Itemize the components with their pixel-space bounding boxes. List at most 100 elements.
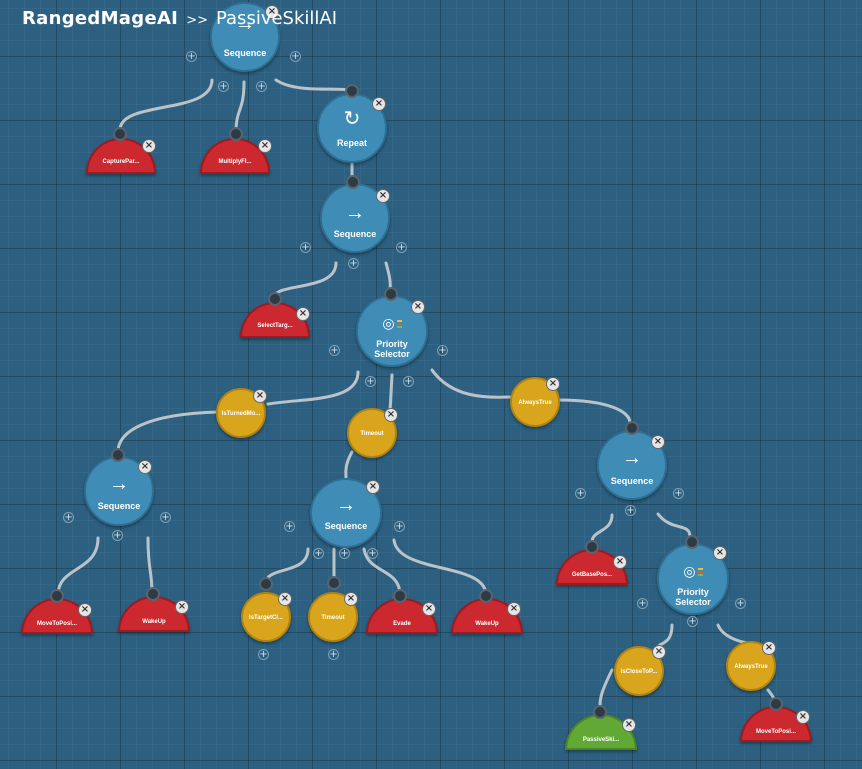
node-port[interactable] bbox=[345, 84, 359, 98]
edge bbox=[56, 536, 100, 597]
add-child-button[interactable]: + bbox=[673, 488, 684, 499]
node-port[interactable] bbox=[685, 535, 699, 549]
add-child-button[interactable]: + bbox=[313, 548, 324, 559]
node-label: Timeout bbox=[360, 431, 384, 437]
close-icon[interactable]: × bbox=[366, 480, 380, 494]
close-icon[interactable]: × bbox=[652, 645, 666, 659]
node-port[interactable] bbox=[268, 292, 282, 306]
add-child-button[interactable]: + bbox=[396, 242, 407, 253]
close-icon[interactable]: × bbox=[762, 641, 776, 655]
multiply-action-node[interactable]: MultiplyFl... bbox=[200, 138, 270, 174]
edge bbox=[234, 80, 246, 134]
close-icon[interactable]: × bbox=[78, 603, 92, 617]
node-port[interactable] bbox=[50, 589, 64, 603]
node-port[interactable] bbox=[585, 540, 599, 554]
close-icon[interactable]: × bbox=[278, 592, 292, 606]
close-icon[interactable]: × bbox=[507, 602, 521, 616]
add-child-button[interactable]: + bbox=[284, 521, 295, 532]
node-label: GetBasePos... bbox=[571, 572, 613, 578]
edge bbox=[392, 538, 488, 597]
node-port[interactable] bbox=[259, 577, 273, 591]
node-label: MoveToPosi... bbox=[37, 621, 77, 627]
add-child-button[interactable]: + bbox=[256, 81, 267, 92]
close-icon[interactable]: × bbox=[613, 555, 627, 569]
node-label: Priority Selector bbox=[374, 339, 410, 359]
arrow-right-icon: → bbox=[345, 202, 365, 224]
edge bbox=[274, 78, 354, 95]
close-icon[interactable]: × bbox=[796, 710, 810, 724]
node-port[interactable] bbox=[111, 448, 125, 462]
close-icon[interactable]: × bbox=[258, 139, 272, 153]
node-port[interactable] bbox=[113, 127, 127, 141]
edge bbox=[556, 398, 632, 425]
close-icon[interactable]: × bbox=[546, 377, 560, 391]
add-child-button[interactable]: + bbox=[403, 376, 414, 387]
add-child-button[interactable]: + bbox=[300, 242, 311, 253]
node-port[interactable] bbox=[769, 697, 783, 711]
add-child-button[interactable]: + bbox=[575, 488, 586, 499]
node-label: AlwaysTrue bbox=[734, 664, 768, 670]
add-child-button[interactable]: + bbox=[258, 649, 269, 660]
close-icon[interactable]: × bbox=[175, 600, 189, 614]
node-port[interactable] bbox=[346, 175, 360, 189]
priority-selector-icon: ◎ bbox=[659, 563, 727, 579]
close-icon[interactable]: × bbox=[142, 139, 156, 153]
node-label: MoveToPosi... bbox=[756, 729, 796, 735]
close-icon[interactable]: × bbox=[384, 408, 398, 422]
close-icon[interactable]: × bbox=[422, 602, 436, 616]
close-icon[interactable]: × bbox=[265, 5, 279, 19]
add-child-button[interactable]: + bbox=[348, 258, 359, 269]
add-child-button[interactable]: + bbox=[160, 512, 171, 523]
node-port[interactable] bbox=[229, 127, 243, 141]
close-icon[interactable]: × bbox=[372, 97, 386, 111]
add-child-button[interactable]: + bbox=[218, 81, 229, 92]
node-port[interactable] bbox=[393, 589, 407, 603]
add-child-button[interactable]: + bbox=[329, 345, 340, 356]
add-child-button[interactable]: + bbox=[112, 530, 123, 541]
close-icon[interactable]: × bbox=[253, 389, 267, 403]
edge bbox=[716, 623, 752, 645]
arrow-right-icon: → bbox=[336, 494, 356, 516]
close-icon[interactable]: × bbox=[411, 300, 425, 314]
edge bbox=[590, 513, 614, 544]
add-child-button[interactable]: + bbox=[367, 548, 378, 559]
add-child-button[interactable]: + bbox=[63, 512, 74, 523]
node-label: PassiveSki... bbox=[582, 737, 620, 743]
add-child-button[interactable]: + bbox=[437, 345, 448, 356]
add-child-button[interactable]: + bbox=[394, 521, 405, 532]
add-child-button[interactable]: + bbox=[625, 505, 636, 516]
node-label: Sequence bbox=[333, 229, 377, 239]
node-port[interactable] bbox=[479, 589, 493, 603]
node-label: WakeUp bbox=[142, 619, 166, 625]
add-child-button[interactable]: + bbox=[687, 616, 698, 627]
add-child-button[interactable]: + bbox=[290, 51, 301, 62]
close-icon[interactable]: × bbox=[713, 546, 727, 560]
close-icon[interactable]: × bbox=[296, 307, 310, 321]
node-port[interactable] bbox=[146, 587, 160, 601]
add-child-button[interactable]: + bbox=[365, 376, 376, 387]
arrow-right-icon: → bbox=[109, 473, 129, 495]
close-icon[interactable]: × bbox=[651, 435, 665, 449]
node-port[interactable] bbox=[384, 287, 398, 301]
close-icon[interactable]: × bbox=[138, 460, 152, 474]
close-icon[interactable]: × bbox=[622, 718, 636, 732]
add-child-button[interactable]: + bbox=[328, 649, 339, 660]
node-port[interactable] bbox=[327, 576, 341, 590]
add-child-button[interactable]: + bbox=[339, 548, 350, 559]
add-child-button[interactable]: + bbox=[637, 598, 648, 609]
close-icon[interactable]: × bbox=[376, 189, 390, 203]
edge bbox=[264, 547, 310, 585]
add-child-button[interactable]: + bbox=[735, 598, 746, 609]
node-label: Repeat bbox=[336, 138, 367, 148]
node-port[interactable] bbox=[625, 421, 639, 435]
node-port[interactable] bbox=[593, 705, 607, 719]
node-label: Sequence bbox=[223, 48, 267, 58]
breadcrumb-separator: >> bbox=[186, 13, 208, 28]
breadcrumb-root[interactable]: RangedMageAI bbox=[22, 8, 179, 29]
priority-selector-node[interactable]: ◎ Priority Selector bbox=[356, 295, 428, 367]
add-child-button[interactable]: + bbox=[186, 51, 197, 62]
close-icon[interactable]: × bbox=[344, 592, 358, 606]
priority-selector-node[interactable]: ◎ Priority Selector bbox=[657, 543, 729, 615]
edge bbox=[598, 668, 614, 708]
